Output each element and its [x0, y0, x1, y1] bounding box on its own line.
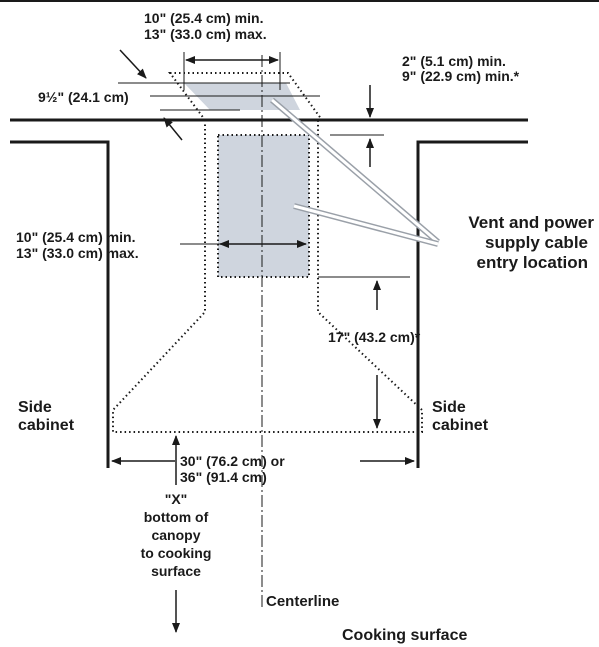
depth-arrow-upper: [119, 49, 147, 79]
x-label-line1: "X": [165, 491, 188, 507]
centerline-label: Centerline: [266, 593, 339, 610]
side-cabinet-left-line1: Side: [18, 399, 52, 416]
vent-cable-entry-area: [217, 134, 310, 278]
entry-label-line1: Vent and power: [468, 213, 594, 232]
x-label-line2: bottom of: [144, 509, 209, 525]
entry-leader-mid-inner: [293, 204, 439, 246]
top-clear-min2-label: 9" (22.9 cm) min.*: [402, 68, 520, 84]
depth-arrow-lower: [163, 117, 183, 141]
left-side-cabinet: [10, 140, 110, 468]
entry-label-line2: supply cable: [485, 233, 588, 252]
entry-label-line3: entry location: [477, 253, 588, 272]
cabinet-width-label-line2: 36" (91.4 cm): [180, 469, 267, 485]
x-label-line3: canopy: [151, 527, 200, 543]
mid-width-max-label: 13" (33.0 cm) max.: [16, 245, 139, 261]
side-cabinet-right-line2: cabinet: [432, 417, 489, 434]
x-label-line5: surface: [151, 563, 201, 579]
top-width-min-label: 10" (25.4 cm) min.: [144, 10, 263, 26]
top-chimney-outline: [168, 72, 324, 121]
cooking-surface-label: Cooking surface: [342, 627, 467, 644]
side-cabinet-right-line1: Side: [432, 399, 466, 416]
top-width-max-label: 13" (33.0 cm) max.: [144, 26, 267, 42]
height17-label: 17" (43.2 cm)*: [328, 329, 421, 345]
cabinet-width-label-line1: 30" (76.2 cm) or: [180, 453, 285, 469]
side-cabinet-left-line2: cabinet: [18, 417, 75, 434]
right-side-cabinet: [416, 140, 528, 468]
mid-width-min-label: 10" (25.4 cm) min.: [16, 229, 135, 245]
top-clear-min-label: 2" (5.1 cm) min.: [402, 53, 506, 69]
entry-leader-top-inner: [271, 98, 439, 244]
top-depth-label: 9½" (24.1 cm): [38, 89, 129, 105]
x-label-line4: to cooking: [141, 545, 212, 561]
